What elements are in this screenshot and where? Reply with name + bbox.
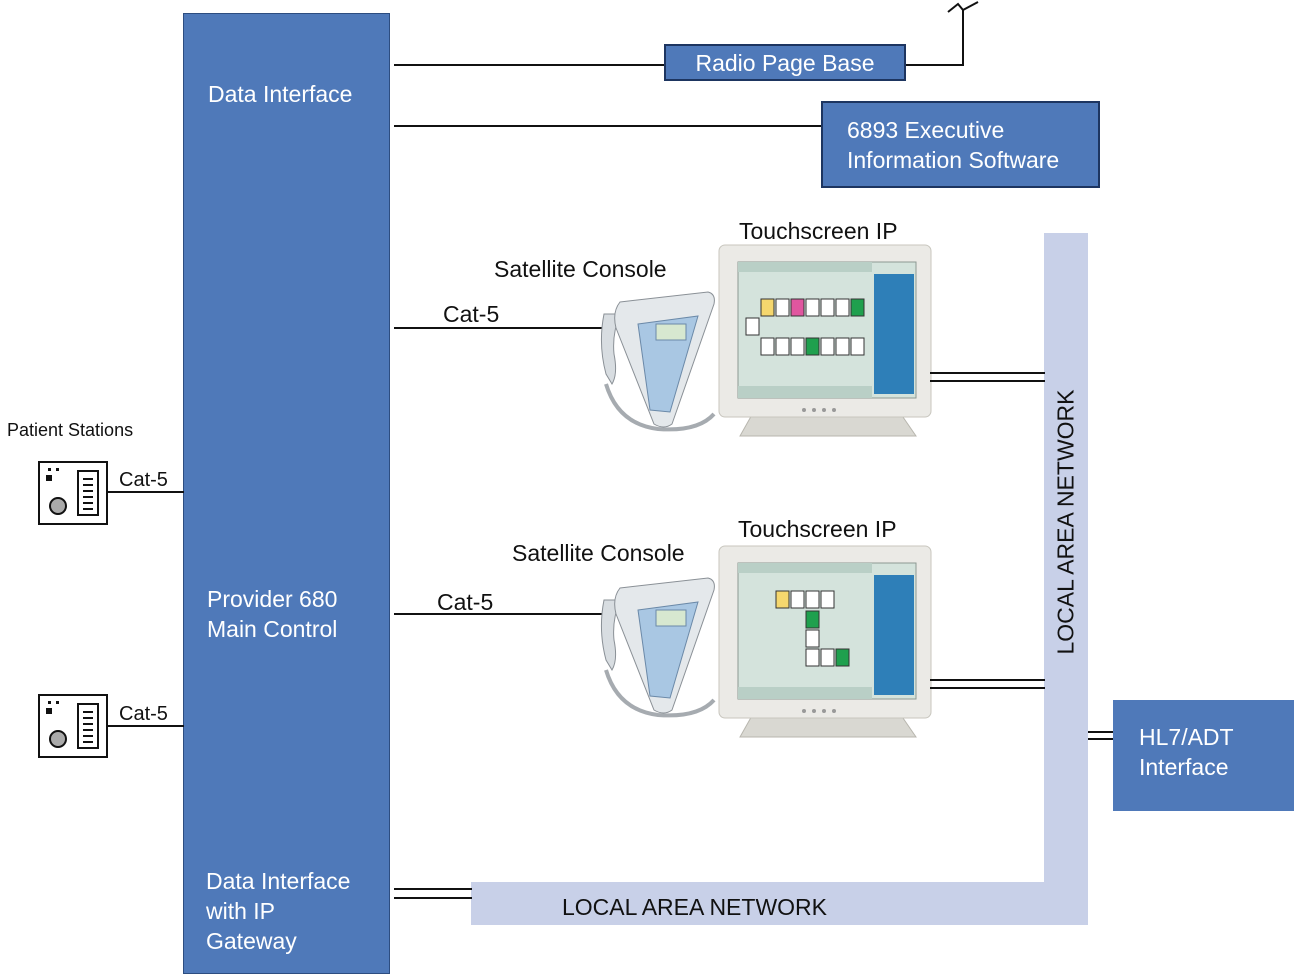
lan-vertical <box>1044 233 1088 925</box>
antenna-icon <box>947 1 979 13</box>
patient-station-2 <box>38 694 108 763</box>
satellite-console-2-label: Satellite Console <box>512 540 685 566</box>
executive-software-label: 6893 Executive Information Software <box>847 117 1060 173</box>
patient-stations-title: Patient Stations <box>7 420 134 440</box>
radio-page-base-box: Radio Page Base <box>664 44 906 81</box>
patient-station-2-cable-label: Cat-5 <box>119 703 168 725</box>
data-interface-label: Data Interface <box>208 81 353 107</box>
cat5-label-1: Cat-5 <box>443 301 500 327</box>
lan-vertical-label: LOCAL AREA NETWORK <box>1052 389 1079 655</box>
cat5-label-2: Cat-5 <box>437 589 494 615</box>
radio-page-base-label: Radio Page Base <box>695 50 875 76</box>
touchscreen-monitor-1 <box>718 244 932 437</box>
executive-software-box: 6893 Executive Information Software <box>821 101 1100 188</box>
provider-main-control-label: Provider 680 Main Control <box>207 586 338 642</box>
touchscreen-2-label: Touchscreen IP <box>738 516 897 542</box>
satellite-console-phone-1 <box>600 291 716 432</box>
data-interface-ip-gateway-label: Data Interface with IP Gateway <box>206 868 351 954</box>
touchscreen-monitor-2 <box>718 545 932 738</box>
satellite-console-1-label: Satellite Console <box>494 256 667 282</box>
satellite-console-phone-2 <box>600 577 716 718</box>
hl7-adt-box: HL7/ADT Interface <box>1113 700 1294 811</box>
hl7-adt-label: HL7/ADT Interface <box>1139 724 1234 780</box>
lan-horizontal <box>471 882 1045 925</box>
patient-station-1-cable-label: Cat-5 <box>119 469 168 491</box>
touchscreen-1-label: Touchscreen IP <box>739 218 898 244</box>
main-control-panel <box>183 13 390 974</box>
lan-horizontal-label: LOCAL AREA NETWORK <box>562 894 827 920</box>
patient-station-1 <box>38 461 108 530</box>
